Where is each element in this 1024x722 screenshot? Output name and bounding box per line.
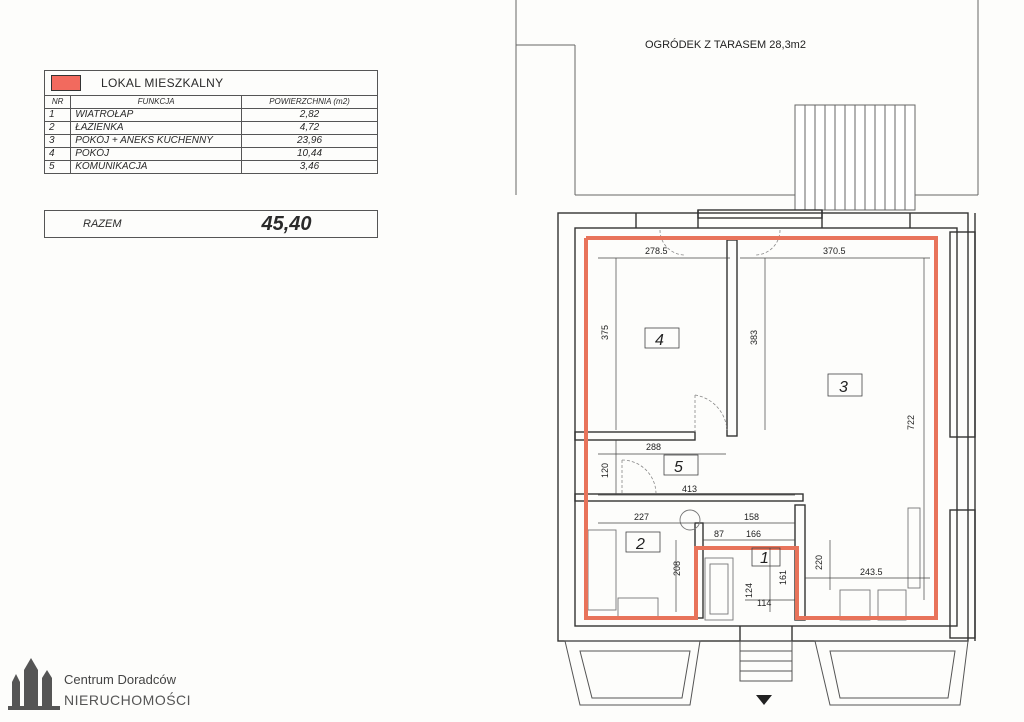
dim-label: 243.5: [860, 567, 883, 577]
room-number-3: 3: [839, 379, 848, 396]
brand-line-1: Centrum Doradców: [64, 672, 176, 687]
table-row: 4 POKÓJ 10,44: [43, 147, 378, 161]
dim-label: 278.5: [645, 246, 668, 256]
dim-label: 722: [906, 415, 916, 430]
brand-line-2: NIERUCHOMOŚCI: [64, 692, 192, 708]
room-number-4: 4: [655, 332, 664, 349]
legend-title: LOKAL MIESZKALNY: [101, 76, 224, 90]
dim-label: 383: [749, 330, 759, 345]
row-nr: 5: [43, 160, 72, 174]
garden-area: [515, 0, 979, 211]
garden-label: OGRÓDEK Z TARASEM 28,3m2: [645, 38, 806, 51]
apartment-outline: [584, 236, 938, 620]
dim-label: 370.5: [823, 246, 846, 256]
room-table: NR FUNKCJA POWIERZCHNIA (m2) 1 WIATROŁAP…: [43, 95, 378, 174]
total-value: 45,40: [261, 212, 312, 235]
total-box: RAZEM 45,40: [44, 210, 378, 238]
row-area: 3,46: [241, 160, 378, 174]
dim-label: 158: [744, 512, 759, 522]
dim-label: 220: [814, 555, 824, 570]
brand-watermark: Centrum Doradców NIERUCHOMOŚCI: [8, 656, 208, 716]
room-number-2: 2: [635, 536, 645, 553]
table-row: 3 POKÓJ + ANEKS KUCHENNY 23,96: [43, 134, 378, 148]
dim-label: 124: [744, 583, 754, 598]
dim-label: 375: [600, 325, 610, 340]
legend-header: LOKAL MIESZKALNY: [44, 70, 378, 95]
legend-swatch: [51, 75, 81, 91]
room-number-1: 1: [760, 550, 769, 567]
dim-label: 413: [682, 484, 697, 494]
castle-logo-icon: [8, 658, 60, 710]
dim-label: 161: [778, 570, 788, 585]
row-function: KOMUNIKACJA: [70, 160, 243, 174]
dim-label: 87: [714, 529, 724, 539]
dim-label: 166: [746, 529, 761, 539]
door-swings: [621, 229, 781, 495]
dim-label: 114: [757, 598, 771, 608]
table-row: 2 ŁAZIENKA 4,72: [43, 121, 378, 135]
dim-label: 208: [672, 561, 682, 576]
bathroom-fixtures: [587, 507, 921, 621]
legend-table: LOKAL MIESZKALNY NR FUNKCJA POWIERZCHNIA…: [43, 70, 378, 174]
dim-label: 288: [646, 442, 661, 452]
room-number-boxes: [625, 327, 863, 567]
dim-label: 227: [634, 512, 649, 522]
entry-and-bays: [564, 640, 969, 706]
dim-label: 120: [600, 463, 610, 478]
dimension-lines: [598, 257, 930, 612]
table-row: 5 KOMUNIKACJA 3,46: [43, 160, 378, 174]
entrance-arrow-icon: [756, 695, 772, 705]
total-label: RAZEM: [83, 218, 122, 230]
room-number-5: 5: [674, 459, 683, 476]
